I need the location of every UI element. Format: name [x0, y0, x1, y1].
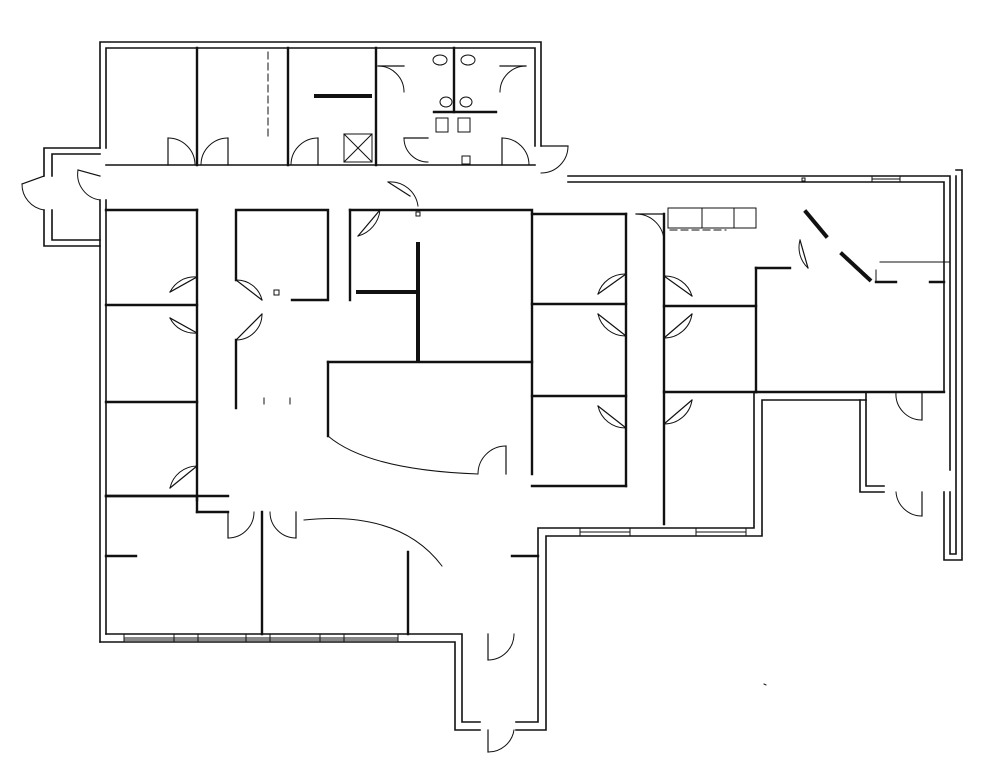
door-east-a-1	[597, 273, 627, 295]
doors	[21, 65, 923, 753]
entry-vestibule-wall-lower-outer	[43, 209, 101, 247]
curved-walls	[303, 435, 479, 567]
plumbing-fixtures	[273, 54, 806, 296]
column-icon	[273, 289, 280, 296]
toilet-icon	[432, 54, 448, 66]
door-south-exit	[487, 729, 515, 753]
curved-wall-lobby	[303, 517, 443, 567]
door-entry-inner	[77, 169, 101, 201]
interior-partitions	[104, 46, 946, 636]
door-conference-south	[477, 445, 507, 475]
millwork-ne-diagonal-2	[839, 251, 873, 283]
south-vestibule-wall-outer	[515, 399, 867, 731]
partition-conference	[348, 208, 534, 476]
door-ne-room	[798, 239, 809, 269]
door-north-restroom-2	[499, 65, 527, 93]
east-vestibule-wall-inner	[859, 399, 885, 493]
door-north-restroom-4	[501, 137, 530, 166]
door-center-office-2	[235, 313, 263, 341]
exterior-wall-south-outer	[99, 641, 481, 731]
door-east-a-3	[597, 405, 627, 429]
door-east-b-1	[663, 275, 693, 297]
door-conference-north	[357, 209, 381, 237]
column-icon	[801, 177, 806, 182]
exterior-wall-east-lower	[943, 169, 963, 561]
door-east-b-2	[663, 313, 693, 339]
door-south-inner	[487, 633, 515, 661]
windows	[123, 175, 901, 643]
toilet-icon	[439, 96, 453, 108]
exterior-walls	[43, 41, 963, 731]
door-east-vestibule-1	[895, 391, 923, 421]
south-vestibule-wall-inner	[515, 391, 867, 723]
exterior-wall-north-inner	[105, 47, 536, 149]
entry-vestibule-wall-outer	[43, 147, 101, 177]
toilet-icon	[460, 54, 476, 66]
stray-mark	[763, 683, 767, 686]
door-entry-west	[21, 175, 45, 211]
door-north-restroom-3	[403, 137, 429, 163]
door-north-office-3	[290, 137, 319, 166]
door-corridor-center	[387, 181, 419, 207]
millwork-ne-diagonal	[803, 209, 829, 239]
exterior-wall-north-outer	[99, 41, 542, 149]
column-icon	[415, 211, 421, 217]
east-vestibule-wall	[865, 391, 885, 487]
cabinet-icon	[667, 207, 757, 229]
door-sw-office-2	[269, 511, 297, 539]
curved-wall-conference	[327, 435, 479, 475]
exterior-wall-east-lower-inner	[949, 175, 957, 555]
toilet-icon	[459, 96, 473, 108]
door-east-a-2	[597, 313, 627, 337]
door-west-office-3	[169, 465, 198, 489]
sink-icon	[457, 117, 471, 133]
shower-icon	[343, 133, 373, 163]
door-west-office-1	[169, 276, 198, 293]
door-north-office-1	[167, 137, 196, 166]
door-north-office-2	[200, 137, 229, 166]
door-north-restroom-1	[377, 65, 405, 93]
exterior-wall-east-upper	[567, 175, 951, 471]
door-east-vestibule-2	[895, 491, 923, 517]
entry-vestibule-wall-lower-inner	[51, 209, 101, 241]
shower-icon	[343, 133, 373, 163]
partition-center-office	[234, 208, 330, 302]
dashed-lines	[267, 51, 727, 231]
door-east-b-3	[663, 399, 693, 425]
door-sw-office-1	[227, 511, 255, 539]
floor-drain-icon	[461, 155, 471, 165]
door-north-corridor-east	[540, 145, 569, 174]
exterior-wall-south-inner	[105, 633, 481, 723]
sink-icon	[435, 117, 449, 133]
minor-marks	[263, 261, 951, 686]
door-center-office-1	[235, 279, 263, 301]
door-east-b-top	[635, 213, 665, 243]
entry-vestibule-wall-inner	[51, 153, 101, 177]
door-west-office-2	[169, 317, 198, 334]
hatched-millwork	[314, 94, 873, 362]
